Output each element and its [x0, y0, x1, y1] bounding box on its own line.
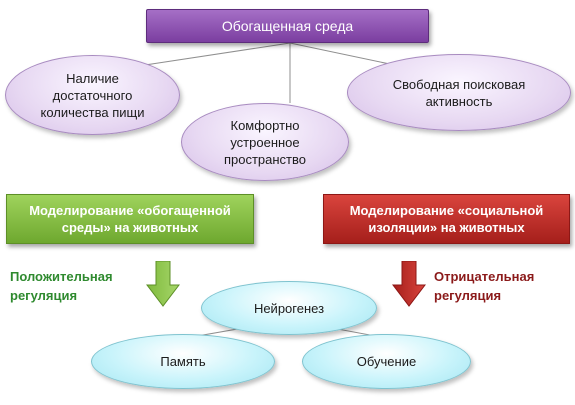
outcome-learning: Обучение: [302, 334, 471, 389]
red-down-arrow-icon: [392, 261, 426, 307]
outcome-memory-text: Память: [160, 354, 206, 369]
enriched-environment-model-box: Моделирование «обогащенной среды» на жив…: [6, 194, 254, 244]
enriched-environment-title-text: Обогащенная среда: [221, 17, 354, 34]
green-down-arrow-icon: [146, 261, 180, 307]
factor-food-text: Наличие достаточного количества пищи: [40, 70, 145, 120]
social-isolation-model-text: Моделирование «социальной изоляции» на ж…: [349, 203, 544, 235]
negative-regulation-label: Отрицательная регуляция: [434, 267, 554, 305]
outcome-memory: Память: [91, 334, 275, 389]
outcome-neurogenesis: Нейрогенез: [201, 281, 377, 335]
negative-regulation-text: Отрицательная регуляция: [434, 269, 535, 303]
factor-food: Наличие достаточного количества пищи: [5, 55, 180, 135]
enriched-environment-model-text: Моделирование «обогащенной среды» на жив…: [29, 203, 231, 235]
enriched-environment-title: Обогащенная среда: [146, 9, 429, 43]
factor-search-activity: Свободная поисковая активность: [347, 54, 571, 131]
positive-regulation-label: Положительная регуляция: [10, 267, 130, 305]
outcome-neurogenesis-text: Нейрогенез: [253, 300, 325, 316]
outcome-learning-text: Обучение: [356, 354, 417, 369]
factor-search-activity-text: Свободная поисковая активность: [392, 76, 526, 109]
positive-regulation-text: Положительная регуляция: [10, 269, 113, 303]
factor-space: Комфортно устроенное пространство: [181, 103, 349, 181]
factor-space-text: Комфортно устроенное пространство: [223, 117, 307, 167]
social-isolation-model-box: Моделирование «социальной изоляции» на ж…: [323, 194, 570, 244]
